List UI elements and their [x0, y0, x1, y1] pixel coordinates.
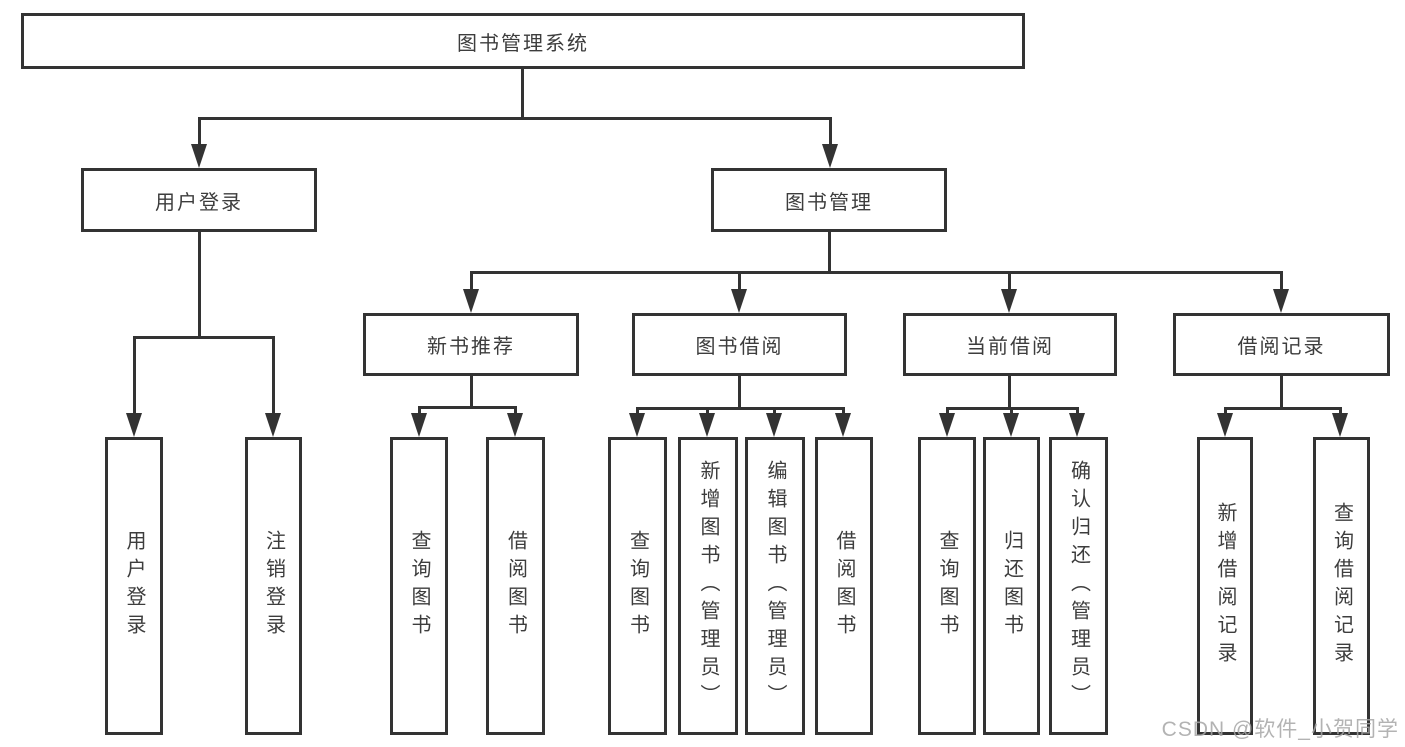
leaf-logout-label: 注销登录: [262, 530, 285, 642]
arrow-down-borrow-1: [629, 413, 645, 437]
connector-drop-user: [198, 117, 201, 152]
leaf-newbook-borrow: 借阅图书: [486, 437, 545, 735]
arrow-down-l3-2: [731, 289, 747, 313]
connector-newbook-drop-1: [418, 406, 421, 418]
connector-record-stem: [1280, 376, 1283, 407]
connector-root-stem: [521, 69, 524, 117]
leaf-user-login: 用户登录: [105, 437, 163, 735]
arrow-down-borrow-4: [835, 413, 851, 437]
node-current-borrow-label: 当前借阅: [966, 336, 1054, 358]
leaf-borrow-edit-label: 编辑图书（管理员）: [764, 460, 786, 712]
leaf-current-confirm: 确认归还（管理员）: [1049, 437, 1108, 735]
connector-borrow-drop-3: [773, 407, 776, 418]
connector-current-drop-2: [1010, 407, 1013, 418]
leaf-newbook-query: 查询图书: [390, 437, 448, 735]
connector-l3-drop-4: [1280, 271, 1283, 293]
arrow-down-borrow-3: [766, 413, 782, 437]
leaf-current-return-label: 归还图书: [1000, 530, 1023, 642]
connector-borrow-drop-1: [636, 407, 639, 418]
node-book-management-label: 图书管理: [785, 191, 873, 214]
arrow-down-user-leaf-2: [265, 413, 281, 437]
connector-borrow-stem: [738, 376, 741, 407]
leaf-user-login-label: 用户登录: [123, 530, 145, 642]
connector-l3-drop-3: [1008, 271, 1011, 293]
leaf-record-query-label: 查询借阅记录: [1330, 502, 1353, 670]
arrow-down-l3-4: [1273, 289, 1289, 313]
connector-root-split: [198, 117, 832, 120]
csdn-watermark: CSDN @软件_小贺同学: [1161, 718, 1399, 741]
node-borrow-record: 借阅记录: [1173, 313, 1390, 376]
arrow-down-borrow-2: [699, 413, 715, 437]
node-book-borrow: 图书借阅: [632, 313, 847, 376]
node-new-book-recommend: 新书推荐: [363, 313, 579, 376]
connector-current-drop-3: [1076, 407, 1079, 418]
connector-record-split: [1224, 407, 1342, 410]
connector-user-split: [133, 336, 275, 339]
arrow-down-user-leaf-1: [126, 413, 142, 437]
connector-l3-drop-1: [470, 271, 473, 293]
arrow-down-current-3: [1069, 413, 1085, 437]
connector-book-stem: [828, 232, 831, 271]
connector-user-drop-2: [272, 336, 275, 418]
node-book-management: 图书管理: [711, 168, 947, 232]
leaf-borrow-add: 新增图书（管理员）: [678, 437, 738, 735]
connector-user-stem: [198, 232, 201, 336]
connector-record-drop-1: [1224, 407, 1227, 418]
arrow-down-user: [191, 144, 207, 168]
node-current-borrow: 当前借阅: [903, 313, 1117, 376]
connector-borrow-drop-2: [706, 407, 709, 418]
connector-newbook-split: [418, 406, 517, 409]
connector-current-stem: [1008, 376, 1011, 407]
leaf-logout: 注销登录: [245, 437, 302, 735]
leaf-newbook-query-label: 查询图书: [408, 530, 430, 642]
leaf-current-query-label: 查询图书: [936, 530, 958, 642]
connector-borrow-split: [636, 407, 845, 410]
leaf-current-confirm-label: 确认归还（管理员）: [1067, 460, 1090, 712]
connector-newbook-stem: [470, 376, 473, 406]
node-root: 图书管理系统: [21, 13, 1025, 69]
arrow-down-current-2: [1003, 413, 1019, 437]
leaf-borrow-borrow: 借阅图书: [815, 437, 873, 735]
connector-drop-book: [829, 117, 832, 152]
node-root-label: 图书管理系统: [457, 32, 589, 55]
arrow-down-newbook-1: [411, 413, 427, 437]
leaf-record-add-label: 新增借阅记录: [1214, 502, 1236, 670]
connector-book-split: [470, 271, 1283, 274]
leaf-current-query: 查询图书: [918, 437, 976, 735]
leaf-current-return: 归还图书: [983, 437, 1040, 735]
node-user-login-label: 用户登录: [155, 191, 243, 214]
arrow-down-l3-1: [463, 289, 479, 313]
connector-borrow-drop-4: [842, 407, 845, 418]
node-user-login: 用户登录: [81, 168, 317, 232]
leaf-borrow-query: 查询图书: [608, 437, 667, 735]
arrow-down-record-2: [1332, 413, 1348, 437]
leaf-borrow-add-label: 新增图书（管理员）: [697, 460, 719, 712]
leaf-record-query: 查询借阅记录: [1313, 437, 1370, 735]
leaf-borrow-query-label: 查询图书: [626, 530, 649, 642]
node-borrow-record-label: 借阅记录: [1237, 336, 1326, 358]
arrow-down-current-1: [939, 413, 955, 437]
connector-newbook-drop-2: [514, 406, 517, 418]
connector-current-drop-1: [946, 407, 949, 418]
node-new-book-recommend-label: 新书推荐: [427, 336, 515, 358]
leaf-record-add: 新增借阅记录: [1197, 437, 1253, 735]
leaf-borrow-edit: 编辑图书（管理员）: [745, 437, 805, 735]
arrow-down-book: [822, 144, 838, 168]
leaf-borrow-borrow-label: 借阅图书: [833, 530, 855, 642]
arrow-down-record-1: [1217, 413, 1233, 437]
connector-record-drop-2: [1339, 407, 1342, 418]
arrow-down-l3-3: [1001, 289, 1017, 313]
connector-user-drop-1: [133, 336, 136, 418]
node-book-borrow-label: 图书借阅: [695, 336, 784, 358]
connector-l3-drop-2: [738, 271, 741, 293]
arrow-down-newbook-2: [507, 413, 523, 437]
leaf-newbook-borrow-label: 借阅图书: [504, 530, 527, 642]
